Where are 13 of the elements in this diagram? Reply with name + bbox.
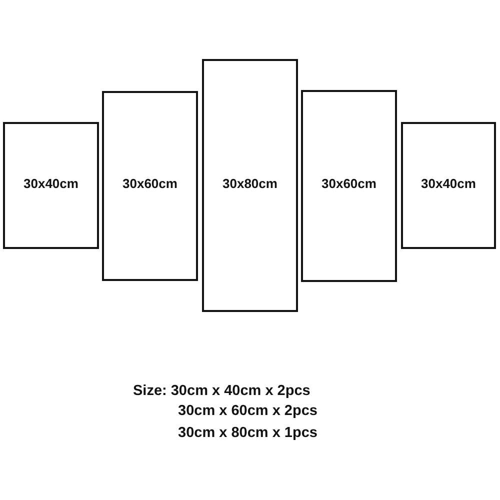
size-label: 30x60cm: [122, 176, 178, 191]
canvas-panel: [401, 122, 496, 249]
canvas-panel: [301, 90, 397, 282]
size-label: 30x40cm: [420, 176, 477, 191]
size-label: 30x40cm: [22, 176, 80, 191]
size-label: 30x80cm: [222, 176, 278, 191]
size-note: Size: 30cm x 40cm x 2pcs: [133, 382, 310, 400]
canvas-panel: [3, 122, 99, 249]
size-note: 30cm x 80cm x 1pcs: [178, 424, 318, 442]
canvas-panel: [202, 59, 298, 312]
size-note: 30cm x 60cm x 2pcs: [178, 402, 318, 420]
size-label: 30x60cm: [320, 176, 378, 191]
canvas-panel: [102, 91, 198, 281]
